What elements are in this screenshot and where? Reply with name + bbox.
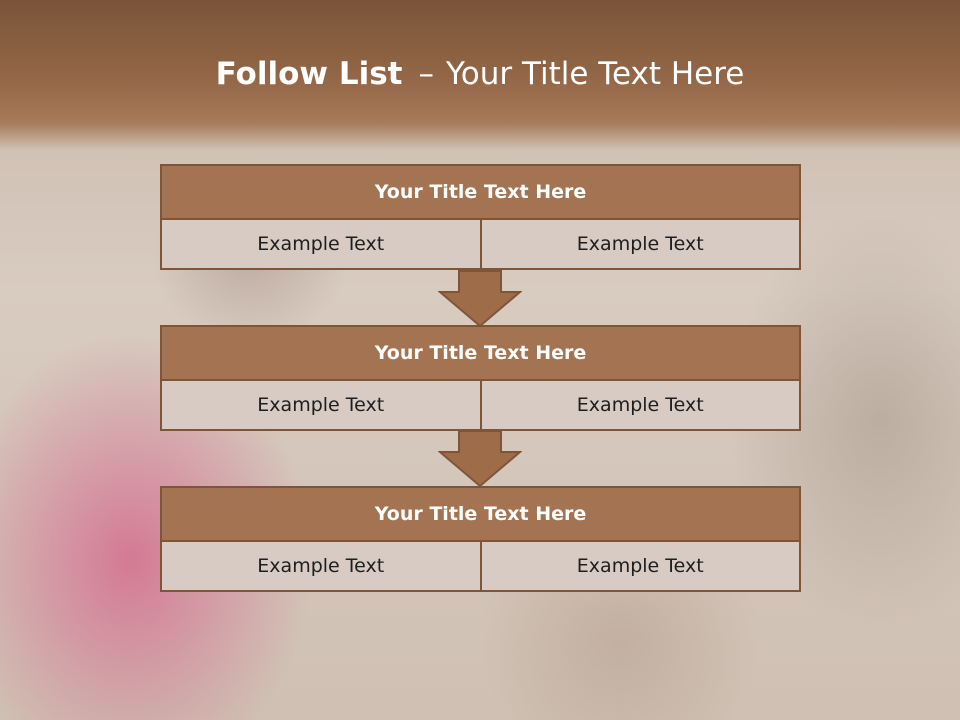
down-arrow-icon (438, 430, 522, 488)
title-rest: Your Title Text Here (445, 56, 745, 92)
down-arrow-icon (438, 270, 522, 328)
step-block-3: Your Title Text Here Example Text Exampl… (160, 486, 801, 592)
step-heading: Your Title Text Here (160, 486, 801, 542)
step-cell-left: Example Text (160, 218, 482, 270)
step-heading: Your Title Text Here (160, 325, 801, 381)
step-cell-right: Example Text (479, 379, 801, 431)
step-block-1: Your Title Text Here Example Text Exampl… (160, 164, 801, 270)
title-bold: Follow List (215, 56, 403, 92)
step-heading: Your Title Text Here (160, 164, 801, 220)
step-row: Example Text Example Text (160, 218, 801, 270)
header-band (0, 0, 960, 150)
step-row: Example Text Example Text (160, 540, 801, 592)
step-cell-right: Example Text (479, 540, 801, 592)
step-cell-left: Example Text (160, 540, 482, 592)
step-block-2: Your Title Text Here Example Text Exampl… (160, 325, 801, 431)
step-cell-right: Example Text (479, 218, 801, 270)
slide-title: Follow List–Your Title Text Here (0, 56, 960, 92)
title-separator: – (418, 56, 434, 92)
step-cell-left: Example Text (160, 379, 482, 431)
step-row: Example Text Example Text (160, 379, 801, 431)
